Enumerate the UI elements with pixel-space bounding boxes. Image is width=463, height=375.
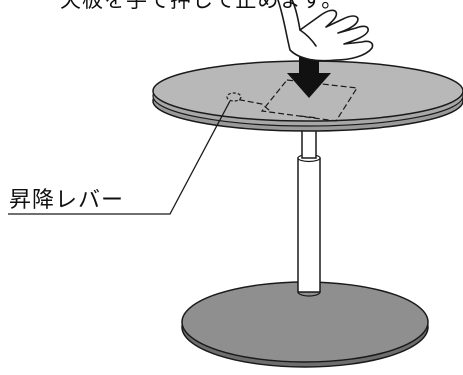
table-base [181, 281, 429, 368]
callout-leader-line [8, 100, 231, 215]
hand-icon [277, 0, 374, 62]
hidden-mechanism-outline [229, 79, 359, 122]
lever-handle [226, 92, 242, 102]
caption-text: 天板を手で押して止めます。 [60, 0, 344, 12]
table-column-lower [297, 153, 321, 293]
lever-label: 昇降レバー [9, 188, 125, 213]
